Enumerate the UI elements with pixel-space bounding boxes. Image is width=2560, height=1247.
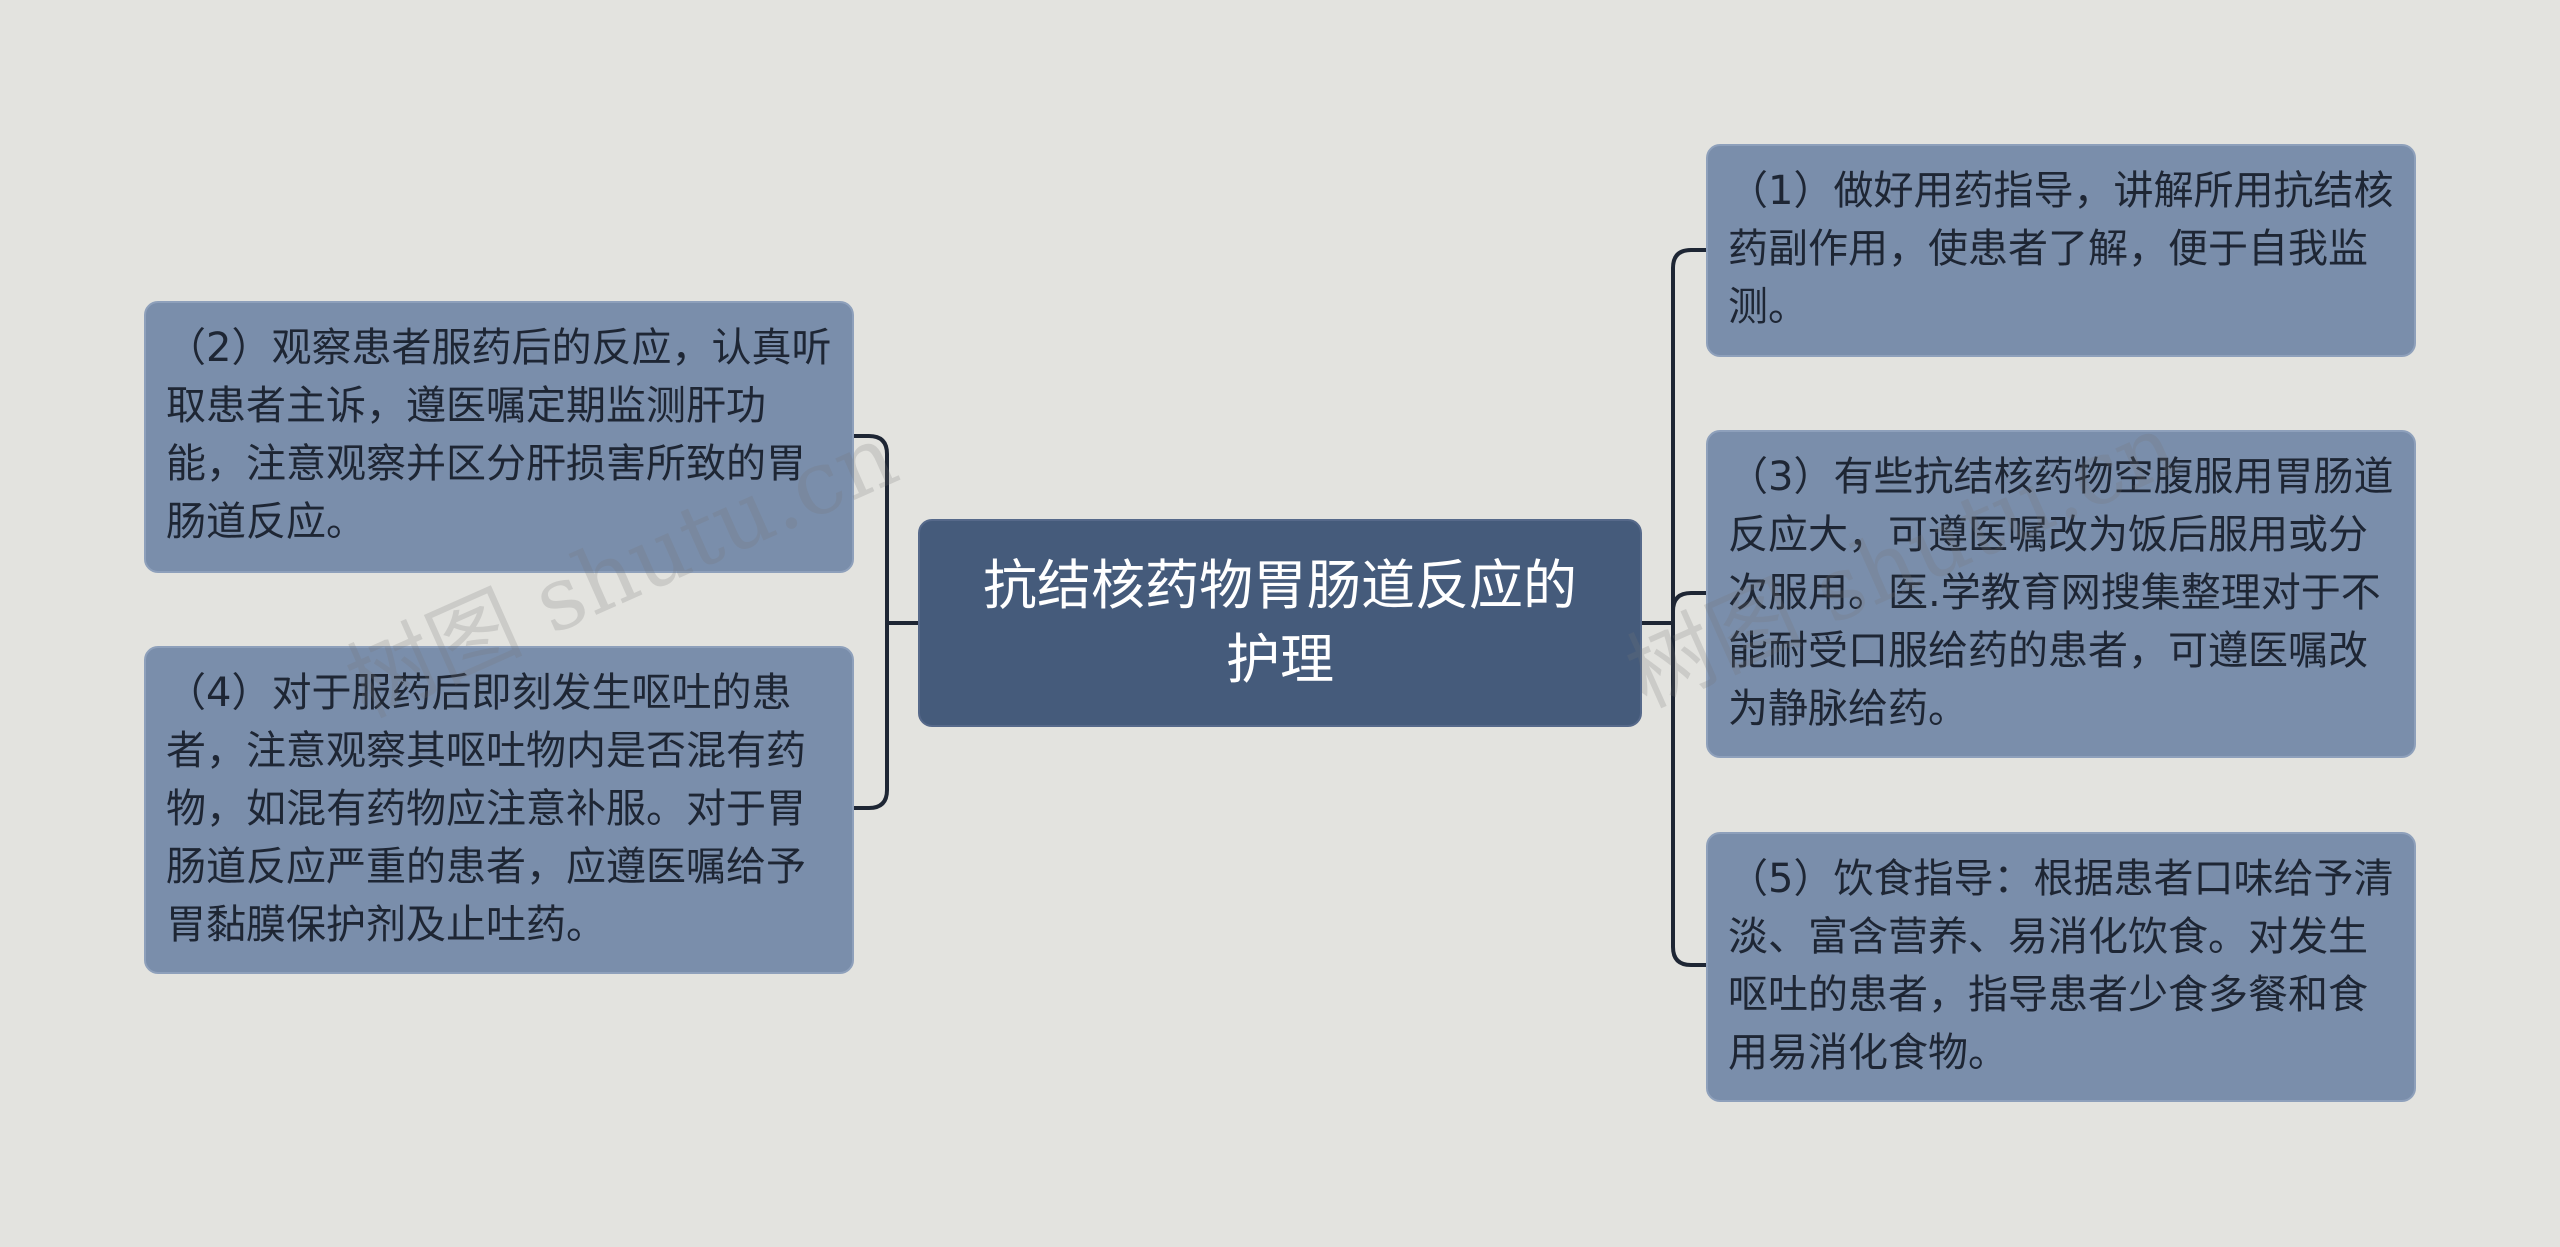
connector-left-lower — [852, 621, 889, 810]
left-node-4[interactable]: （4）对于服药后即刻发生呕吐的患者，注意观察其呕吐物内是否混有药物，如混有药物应… — [144, 646, 854, 974]
connector-left-upper — [852, 434, 889, 625]
right-node-1-text: （1）做好用药指导，讲解所用抗结核药副作用，使患者了解，便于自我监测。 — [1728, 168, 2394, 330]
left-node-4-text: （4）对于服药后即刻发生呕吐的患者，注意观察其呕吐物内是否混有药物，如混有药物应… — [166, 670, 806, 948]
left-node-2-text: （2）观察患者服药后的反应，认真听取患者主诉，遵医嘱定期监测肝功能，注意观察并区… — [166, 325, 832, 545]
right-node-5-text: （5）饮食指导：根据患者口味给予清淡、富含营养、易消化饮食。对发生呕吐的患者，指… — [1728, 856, 2394, 1076]
connector-right-middle — [1671, 591, 1708, 625]
left-node-2[interactable]: （2）观察患者服药后的反应，认真听取患者主诉，遵医嘱定期监测肝功能，注意观察并区… — [144, 301, 854, 573]
connector-right-lower — [1671, 621, 1708, 967]
right-node-3-text: （3）有些抗结核药物空腹服用胃肠道反应大，可遵医嘱改为饭后服用或分次服用。医.学… — [1728, 454, 2394, 732]
right-node-1[interactable]: （1）做好用药指导，讲解所用抗结核药副作用，使患者了解，便于自我监测。 — [1706, 144, 2416, 357]
center-topic-label: 抗结核药物胃肠道反应的护理 — [983, 554, 1577, 691]
right-node-3[interactable]: （3）有些抗结核药物空腹服用胃肠道反应大，可遵医嘱改为饭后服用或分次服用。医.学… — [1706, 430, 2416, 758]
right-node-5[interactable]: （5）饮食指导：根据患者口味给予清淡、富含营养、易消化饮食。对发生呕吐的患者，指… — [1706, 832, 2416, 1102]
connector-right-upper — [1671, 248, 1708, 625]
center-topic[interactable]: 抗结核药物胃肠道反应的护理 — [918, 519, 1642, 727]
